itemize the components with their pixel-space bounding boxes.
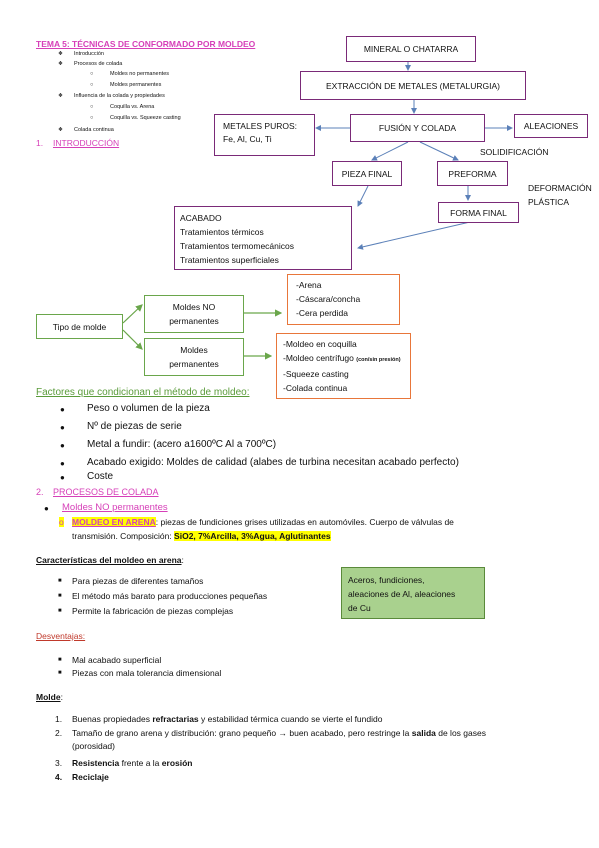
acabado-item: Tratamientos termomecánicos — [180, 241, 295, 251]
metales-puros-list: Fe, Al, Cu, Ti — [223, 134, 272, 144]
metales-puros-title: METALES PUROS: — [223, 121, 297, 131]
bullet-icon: ■ — [58, 670, 62, 676]
page-title: TEMA 5: TÉCNICAS DE CONFORMADO POR MOLDE… — [36, 39, 256, 49]
list-item: Piezas con mala tolerancia dimensional — [72, 668, 222, 678]
deformacion-label: DEFORMACIÓN — [528, 183, 592, 193]
acabado-box: ACABADO Tratamientos térmicos Tratamient… — [174, 206, 352, 270]
list-item: -Arena — [296, 280, 322, 290]
caracteristicas-title: Características del moldeo en arena: — [36, 555, 184, 565]
section-number: 1. — [36, 138, 44, 148]
bullet-icon: ■ — [58, 657, 62, 663]
composition-highlight: SiO2, 7%Arcilla, 3%Agua, Aglutinantes — [174, 531, 331, 541]
toc-item[interactable]: Coquilla vs. Squeeze casting — [110, 115, 181, 121]
acabado-item: Tratamientos superficiales — [180, 255, 279, 265]
aleaciones-box: ALEACIONES — [514, 114, 588, 138]
toc-bullet-icon: ❖ — [58, 51, 63, 57]
pieza-final-box: PIEZA FINAL — [332, 161, 402, 186]
bullet-icon: ● — [60, 473, 65, 482]
toc-item[interactable]: Influencia de la colada y propiedades — [74, 93, 165, 99]
list-number: 4. — [55, 772, 63, 782]
toc-subbullet-icon: ○ — [90, 115, 94, 121]
list-item: -Moldeo en coquilla — [283, 339, 357, 349]
bullet-icon: ● — [60, 423, 65, 432]
list-item: Reciclaje — [72, 772, 109, 782]
list-item: Acabado exigido: Moldes de calidad (alab… — [87, 457, 459, 468]
list-item: Permite la fabricación de piezas complej… — [72, 606, 234, 616]
molde-title: Molde: — [36, 692, 63, 702]
list-item: Para piezas de diferentes tamaños — [72, 576, 204, 586]
list-item: Metal a fundir: (acero a1600ºC Al a 700º… — [87, 439, 277, 450]
perm-list-box: -Moldeo en coquilla -Moldeo centrífugo (… — [276, 333, 411, 399]
acabado-title: ACABADO — [180, 213, 222, 223]
toc-bullet-icon: ❖ — [58, 127, 63, 133]
list-number: 3. — [55, 758, 63, 768]
toc-bullet-icon: ❖ — [58, 93, 63, 99]
list-item: -Moldeo centrífugo (con/sin presión) — [283, 353, 401, 363]
tipo-molde-box: Tipo de molde — [36, 314, 123, 339]
toc-subbullet-icon: ○ — [90, 104, 94, 110]
solidificacion-label: SOLIDIFICACIÓN — [480, 147, 549, 157]
arena-line-1: MOLDEO EN ARENA: piezas de fundiciones g… — [72, 517, 454, 527]
factors-title: Factores que condicionan el método de mo… — [36, 387, 250, 398]
bullet-icon: ■ — [58, 578, 62, 584]
bullet-icon: ■ — [58, 608, 62, 614]
acabado-item: Tratamientos térmicos — [180, 227, 264, 237]
subsection-title: Moldes NO permanentes — [62, 502, 168, 513]
no-perm-list-box: -Arena -Cáscara/concha -Cera perdida — [287, 274, 400, 325]
arena-line-2: transmisión. Composición: SiO2, 7%Arcill… — [72, 531, 331, 541]
list-item: El método más barato para producciones p… — [72, 591, 268, 601]
sub-bullet-icon: o — [59, 517, 64, 527]
bullet-icon: ● — [44, 504, 49, 513]
section-title: INTRODUCCIÓN — [53, 138, 120, 148]
list-item: -Cáscara/concha — [296, 294, 361, 304]
bullet-icon: ● — [60, 405, 65, 414]
list-item: Tamaño de grano arena y distribución: gr… — [72, 728, 486, 738]
toc-item[interactable]: Coquilla vs. Arena — [110, 104, 155, 110]
toc-item[interactable]: Introducción — [74, 51, 104, 57]
list-item: -Colada continua — [283, 383, 348, 393]
bullet-icon: ● — [60, 441, 65, 450]
list-number: 2. — [55, 728, 63, 738]
extraccion-box: EXTRACCIÓN DE METALES (METALURGIA) — [300, 71, 526, 100]
mineral-box: MINERAL O CHATARRA — [346, 36, 476, 62]
materials-box: Aceros, fundiciones, aleaciones de Al, a… — [341, 567, 485, 619]
list-number: 1. — [55, 714, 63, 724]
list-item: Nº de piezas de serie — [87, 421, 182, 432]
toc-item[interactable]: Procesos de colada — [74, 61, 123, 67]
list-item: Peso o volumen de la pieza — [87, 403, 210, 414]
section-number: 2. — [36, 487, 44, 497]
list-item: Coste — [87, 471, 114, 482]
list-item: -Squeeze casting — [283, 369, 349, 379]
toc-item[interactable]: Colada continua — [74, 127, 114, 133]
section-title: PROCESOS DE COLADA — [53, 487, 159, 497]
desventajas-title: Desventajas: — [36, 631, 86, 641]
preforma-box: PREFORMA — [437, 161, 508, 186]
list-item-continuation: (porosidad) — [72, 741, 115, 751]
deformacion-label-2: PLÁSTICA — [528, 197, 570, 207]
toc-item[interactable]: Moldes permanentes — [110, 82, 162, 88]
toc-subbullet-icon: ○ — [90, 82, 94, 88]
fusion-box: FUSIÓN Y COLADA — [350, 114, 485, 142]
list-item: Buenas propiedades refractarias y estabi… — [72, 714, 383, 724]
list-item: -Cera perdida — [296, 308, 348, 318]
toc-item[interactable]: Moldes no permanentes — [110, 71, 170, 77]
toc-subbullet-icon: ○ — [90, 71, 94, 77]
bullet-icon: ● — [60, 459, 65, 468]
arena-label: MOLDEO EN ARENA — [72, 517, 156, 527]
bullet-icon: ■ — [58, 593, 62, 599]
metales-puros-box: METALES PUROS: Fe, Al, Cu, Ti — [214, 114, 315, 156]
forma-final-box: FORMA FINAL — [438, 202, 519, 223]
list-item: Resistencia frente a la erosión — [72, 758, 193, 768]
list-item: Mal acabado superficial — [72, 655, 162, 665]
toc-bullet-icon: ❖ — [58, 61, 63, 67]
